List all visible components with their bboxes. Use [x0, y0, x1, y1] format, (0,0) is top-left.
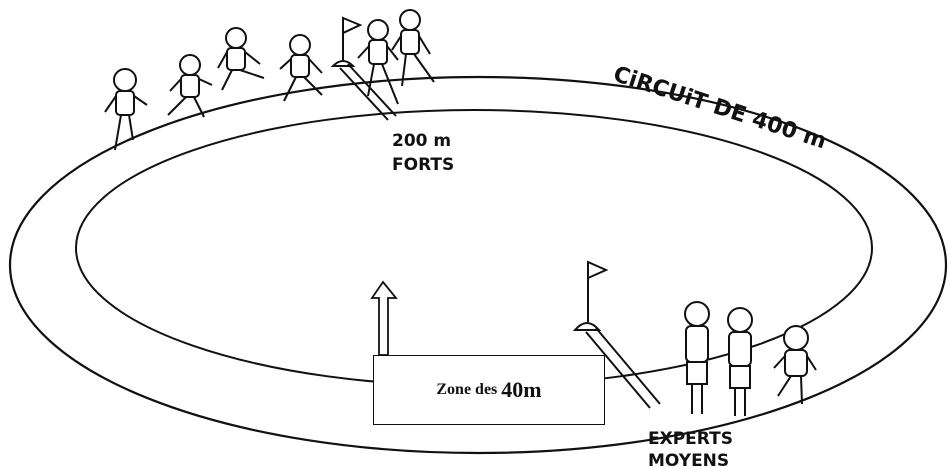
track-outer-line [8, 75, 948, 455]
runner-figure [167, 54, 213, 118]
arrow-up-icon [370, 280, 398, 356]
flag-start-marker [572, 260, 661, 409]
marker-200m-distance: 200 m [392, 131, 451, 151]
child-figure [684, 301, 710, 414]
marker-start-group-moyens: MOYENS [648, 451, 729, 468]
marker-200m-group: FORTS [392, 155, 454, 175]
runners-top-group [104, 9, 435, 151]
child-figure [727, 307, 753, 416]
children-start-group [684, 301, 817, 416]
track-inner-line [75, 109, 873, 387]
runner-figure [217, 27, 265, 91]
zone-label-prefix: Zone des [436, 381, 498, 398]
child-figure [773, 325, 817, 405]
marker-start-group-experts: EXPERTS [648, 429, 733, 449]
zone-40m-box: Zone des 40m [373, 355, 605, 425]
runner-figure [391, 9, 435, 87]
zone-label-distance: 40m [501, 377, 542, 402]
flag-200m-marker [330, 16, 397, 121]
runner-figure [357, 19, 399, 105]
runner-figure [104, 68, 148, 151]
runner-figure [279, 34, 323, 102]
circuit-label: CiRCUiT DE 400 m [610, 62, 829, 154]
